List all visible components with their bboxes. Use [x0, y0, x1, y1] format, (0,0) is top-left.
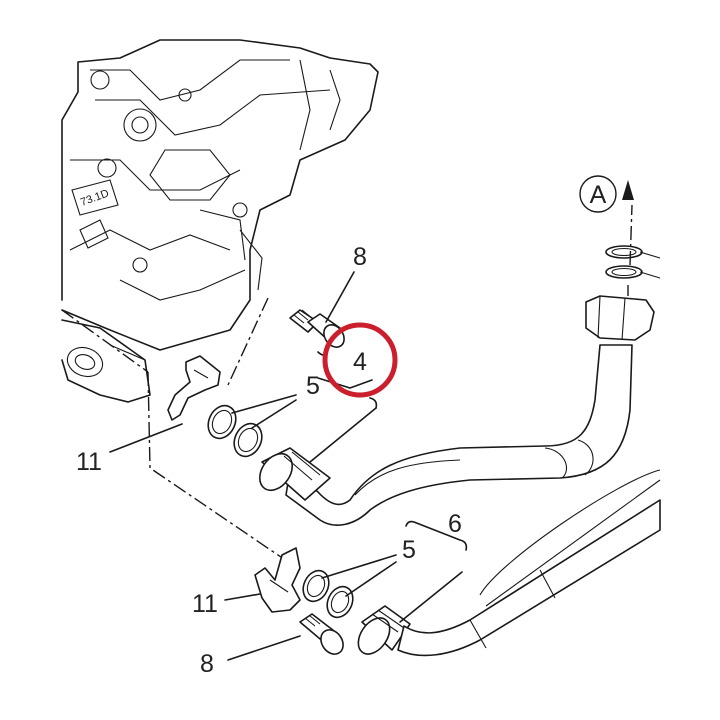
lower-pipe [357, 469, 661, 657]
label-bolt-bottom: 8 [200, 650, 214, 678]
mounting-flange [61, 319, 151, 403]
label-highlighted-part: 4 [353, 348, 367, 376]
label-clip-bottom: 11 [192, 590, 218, 618]
label-pipe-assembly: 6 [448, 510, 462, 538]
view-ref-callout: A [579, 175, 617, 213]
assembly-guide-lines [61, 297, 301, 571]
label-orings-top: 5 [306, 372, 320, 400]
bolt-bottom [299, 613, 344, 655]
highlight-callout: 4 [322, 322, 398, 398]
view-ref-label: A [590, 181, 607, 209]
orings-top [207, 404, 263, 458]
clip-top [167, 355, 221, 421]
svg-text:73.1D: 73.1D [79, 187, 111, 208]
clip-bottom [254, 547, 301, 613]
label-orings-bottom: 5 [402, 536, 416, 564]
engine-block: 73.1D [61, 39, 379, 351]
label-clip-top: 11 [76, 448, 102, 476]
label-bolt-top: 8 [353, 243, 367, 271]
coolant-pipe [258, 180, 661, 526]
